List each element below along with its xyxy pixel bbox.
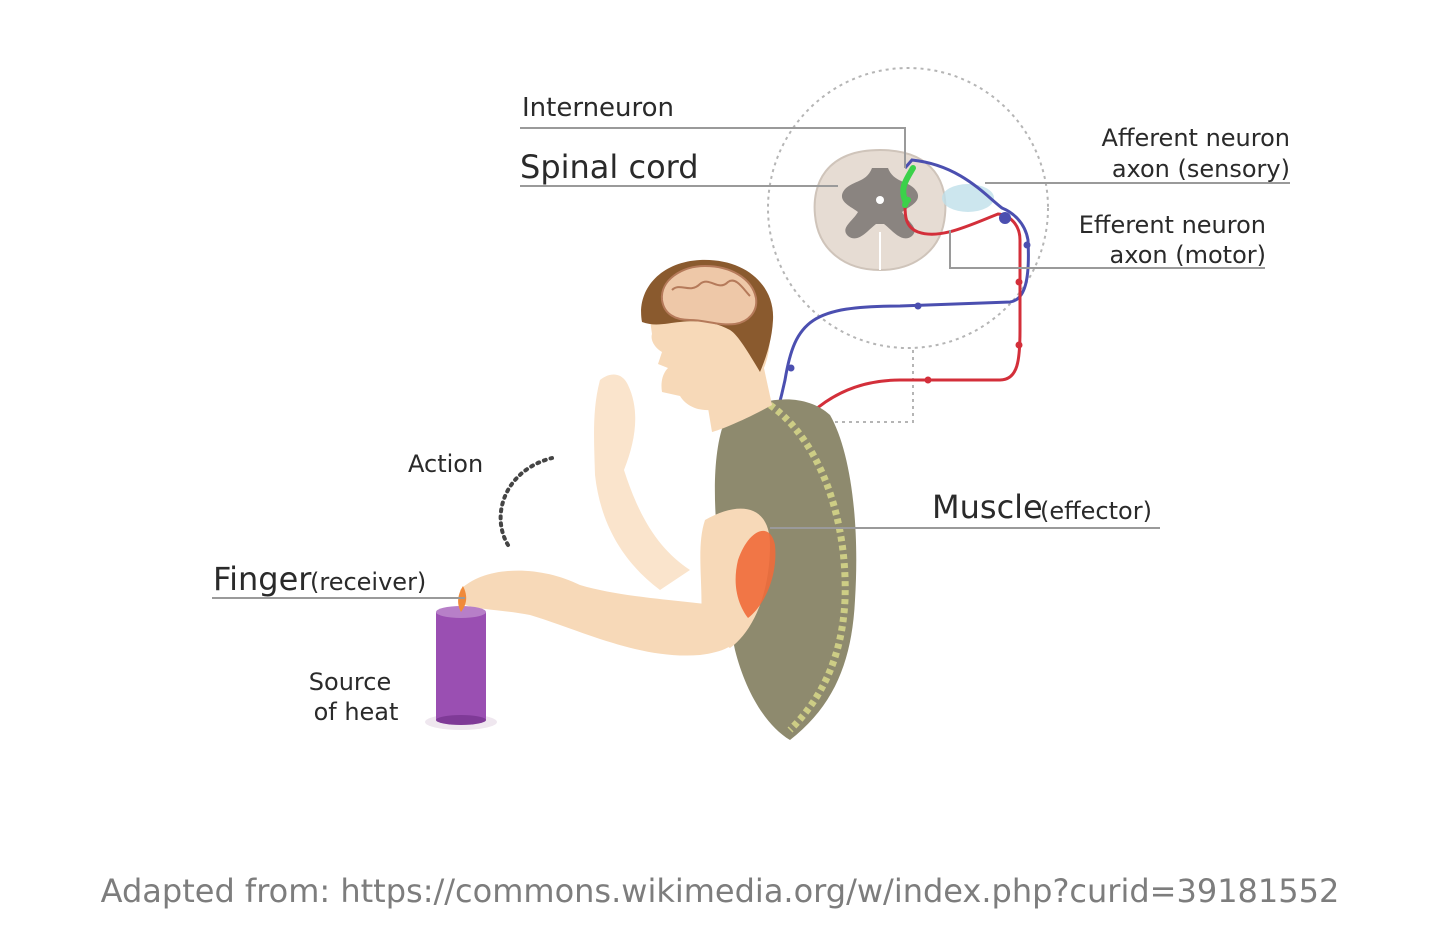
candle [425, 586, 497, 730]
muscle-label: Muscle [932, 488, 1043, 526]
interneuron-path [900, 165, 916, 208]
spine [767, 402, 849, 733]
source-caption: Adapted from: https://commons.wikimedia.… [100, 872, 1340, 910]
interneuron-label: Interneuron [522, 93, 674, 123]
efferent-label-line1: Efferent neuron [1079, 211, 1266, 239]
torso [714, 399, 857, 740]
spinal-cord-cross-section [813, 148, 947, 272]
efferent-leader [949, 230, 1265, 269]
action-arrow [498, 456, 554, 547]
efferent-label-line2: axon (motor) [1110, 241, 1266, 269]
muscle-effector [735, 530, 776, 618]
action-label: Action [408, 450, 483, 478]
interneuron-leader [520, 127, 906, 168]
heat-source-label-line1: Source [309, 668, 391, 696]
zoom-connector [830, 350, 914, 423]
raised-arm [594, 374, 690, 590]
ganglion-cell-body [999, 212, 1011, 224]
finger-label: Finger [213, 560, 312, 598]
muscle-sub-label: (effector) [1040, 497, 1152, 525]
dorsal-root-ganglion [942, 184, 994, 212]
finger-sub-label: (receiver) [310, 568, 426, 596]
heat-source-label-line2: of heat [314, 698, 399, 726]
lower-arm [460, 570, 742, 656]
spinal-cord-label: Spinal cord [520, 148, 699, 186]
afferent-label-line2: axon (sensory) [1112, 155, 1290, 183]
zoom-circle [767, 67, 1049, 349]
afferent-label-line1: Afferent neuron [1102, 124, 1291, 152]
